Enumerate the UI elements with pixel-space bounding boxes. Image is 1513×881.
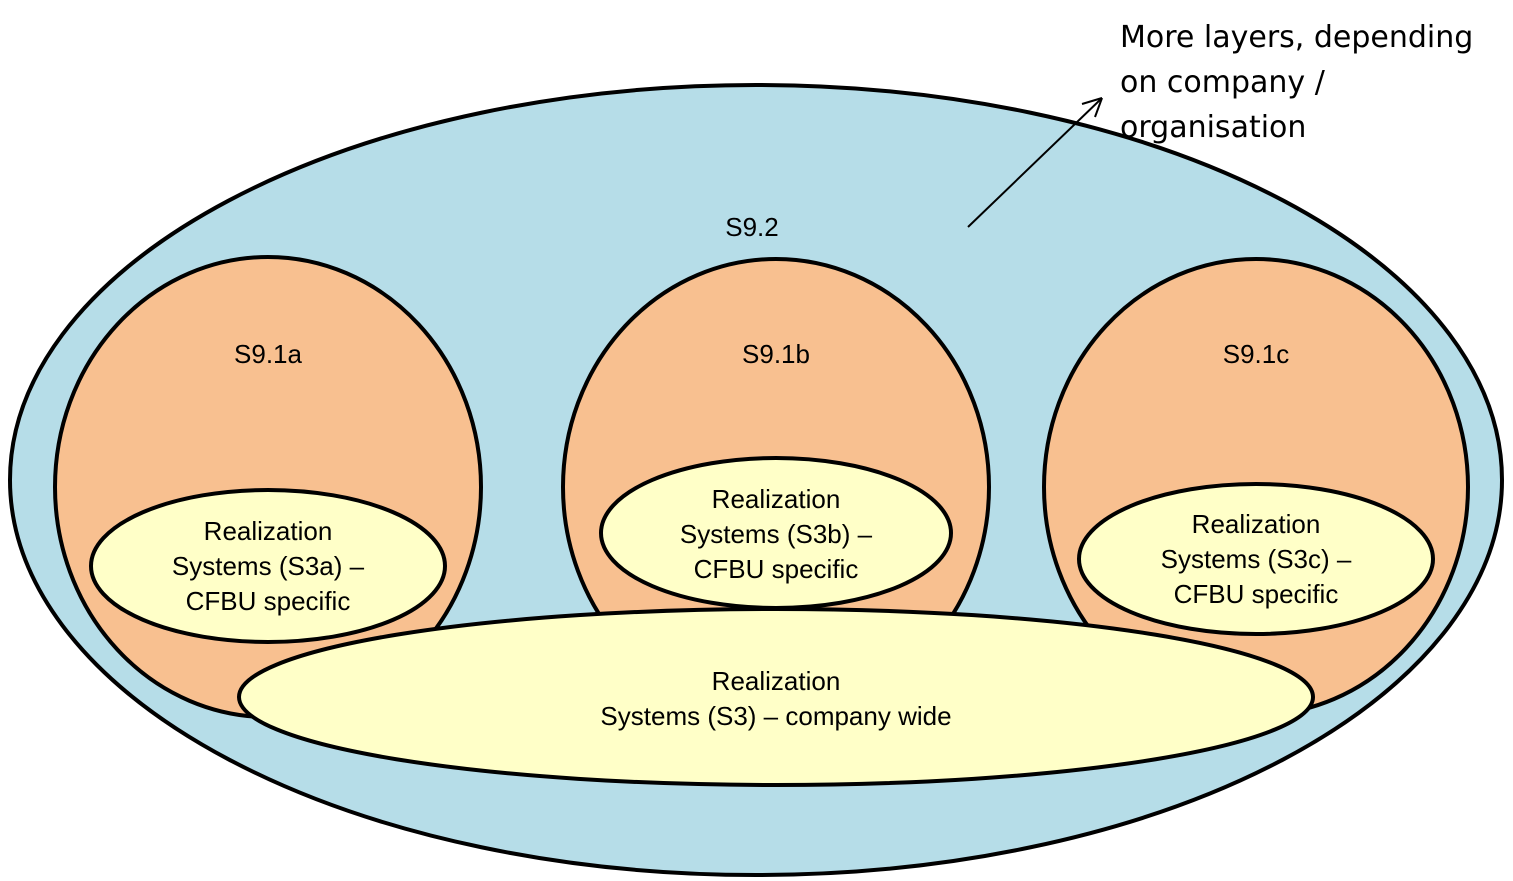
system-s3-line-1: Realization: [712, 666, 841, 696]
system-s3b-line-3: CFBU specific: [694, 554, 859, 584]
system-s3-ellipse: [237, 607, 1315, 787]
arrow-line: [967, 97, 1103, 228]
system-s3-company-wide: Realization Systems (S3) – company wide: [237, 607, 1315, 787]
annotation-line-2: on company /: [1120, 65, 1326, 100]
system-s3a-ellipse: [89, 488, 447, 644]
arrow-head-left: [1081, 97, 1103, 105]
system-s3-line-2: Systems (S3) – company wide: [600, 701, 951, 731]
arrow-head-right: [1094, 97, 1103, 118]
unit-s9-1b-label: S9.1b: [742, 339, 810, 369]
more-layers-arrow: [967, 97, 1103, 228]
system-s3c-line-2: Systems (S3c) –: [1161, 544, 1352, 574]
system-s3c: Realization Systems (S3c) – CFBU specifi…: [1077, 482, 1435, 636]
system-s3a-line-3: CFBU specific: [186, 586, 351, 616]
system-s3c-ellipse: [1077, 482, 1435, 636]
system-s3a-line-2: Systems (S3a) –: [172, 551, 365, 581]
system-s3b-line-2: Systems (S3b) –: [680, 519, 873, 549]
annotation-line-1: More layers, depending: [1120, 20, 1473, 55]
system-s3c-line-3: CFBU specific: [1174, 579, 1339, 609]
annotation-line-3: organisation: [1120, 110, 1306, 145]
unit-s9-1c-label: S9.1c: [1223, 339, 1290, 369]
more-layers-annotation: More layers, depending on company / orga…: [1120, 20, 1473, 145]
system-s3a-line-1: Realization: [204, 516, 333, 546]
outer-layer-label: S9.2: [725, 212, 779, 242]
system-s3b: Realization Systems (S3b) – CFBU specifi…: [599, 456, 953, 610]
system-s3c-line-1: Realization: [1192, 509, 1321, 539]
system-s3a: Realization Systems (S3a) – CFBU specifi…: [89, 488, 447, 644]
system-s3b-line-1: Realization: [712, 484, 841, 514]
unit-s9-1a-label: S9.1a: [234, 339, 302, 369]
